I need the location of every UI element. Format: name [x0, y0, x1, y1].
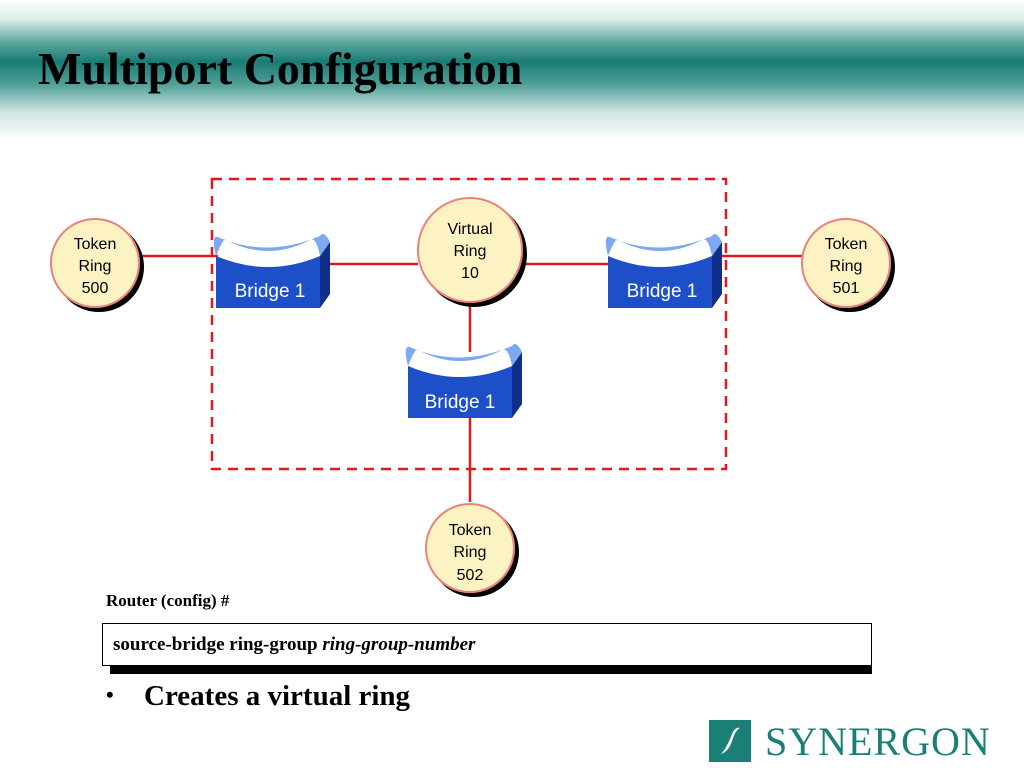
virtual-ring-line1: Virtual [447, 221, 492, 238]
token-ring-500-line1: Token [74, 236, 117, 253]
token-ring-501-line3: 501 [833, 280, 860, 297]
token-ring-501: Token Ring 501 [801, 218, 891, 308]
virtual-ring-line2: Ring [454, 243, 487, 260]
bullet-marker: • [106, 682, 114, 707]
token-ring-501-line1: Token [825, 236, 868, 253]
token-ring-502-line1: Token [449, 522, 492, 539]
token-ring-500: Token Ring 500 [50, 218, 140, 308]
token-ring-500-line3: 500 [82, 280, 109, 297]
synergon-logo: SYNERGON [709, 718, 991, 764]
token-ring-502-line2: Ring [454, 544, 487, 561]
token-ring-502-line3: 502 [457, 567, 484, 584]
router-prompt: Router (config) # [106, 591, 230, 610]
virtual-ring-10: Virtual Ring 10 [417, 197, 523, 303]
title-band [0, 0, 1024, 140]
token-ring-500-line2: Ring [79, 258, 112, 275]
token-ring-501-line2: Ring [830, 258, 863, 275]
slide-title: Multiport Configuration [38, 43, 523, 94]
bridge-right: Bridge 1 [605, 234, 722, 308]
bullet-item: • Creates a virtual ring [106, 680, 410, 713]
links [140, 254, 802, 502]
bridge-center: Bridge 1 [405, 344, 522, 418]
bullet-text: Creates a virtual ring [144, 680, 411, 712]
bridge-center-label: Bridge 1 [425, 392, 496, 413]
bridge-right-label: Bridge 1 [627, 281, 698, 302]
logo-text: SYNERGON [765, 718, 991, 764]
command-argument: ring-group-number [322, 634, 476, 655]
bridge-left: Bridge 1 [213, 234, 330, 308]
command-keyword: source-bridge ring-group [113, 634, 318, 655]
bridge-left-label: Bridge 1 [235, 281, 306, 302]
virtual-ring-line3: 10 [461, 265, 479, 282]
command-box: source-bridge ring-group ring-group-numb… [102, 623, 872, 666]
token-ring-502: Token Ring 502 [425, 503, 515, 593]
synergon-slash-logo-icon [709, 720, 751, 762]
